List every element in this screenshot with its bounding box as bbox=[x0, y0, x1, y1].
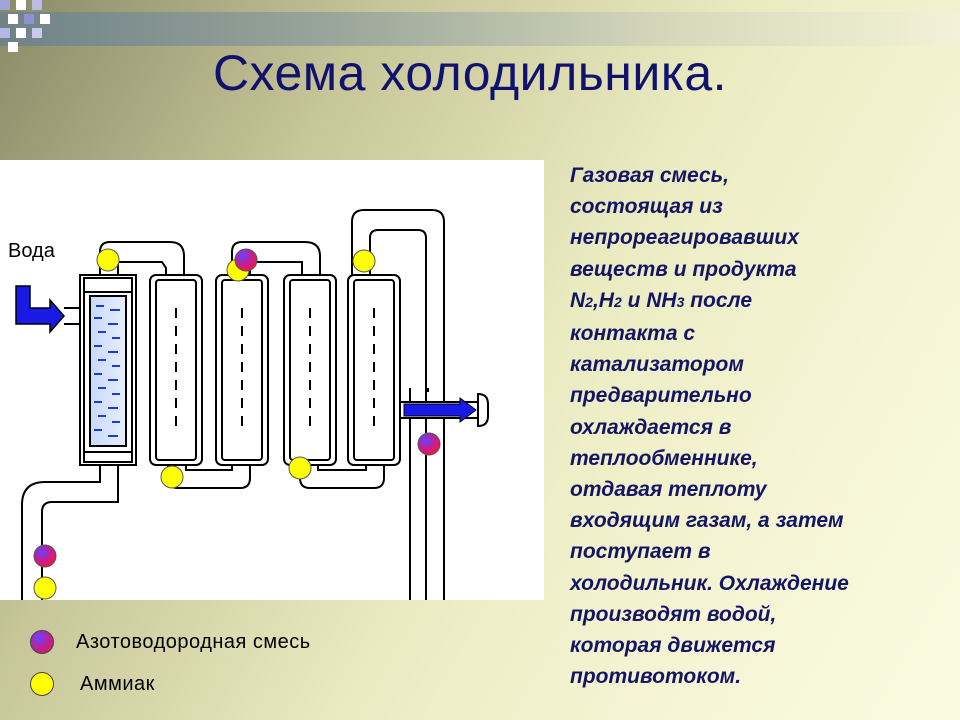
corner-decoration bbox=[0, 0, 50, 52]
description-line: поступает в bbox=[570, 540, 711, 564]
page-title: Схема холодильника. bbox=[212, 45, 728, 101]
description-line: непрореагировавших bbox=[570, 226, 799, 250]
description-line: которая движется bbox=[570, 634, 776, 658]
description-line: производят водой, bbox=[570, 602, 777, 626]
description-line-formula: N2,H2 и NH3 после bbox=[570, 288, 753, 312]
refrigerator-diagram: Вода bbox=[0, 160, 544, 600]
description-line: входящим газам, а затем bbox=[570, 509, 844, 533]
heat-exchanger-1 bbox=[149, 274, 203, 466]
description-line: предварительно bbox=[570, 384, 752, 408]
ammonia-marker bbox=[33, 576, 57, 600]
description-line: холодильник. Охлаждение bbox=[570, 571, 849, 595]
legend-ammonia: Аммиак bbox=[30, 672, 155, 696]
nitrogen-hydrogen-marker bbox=[417, 432, 441, 456]
nitrogen-hydrogen-marker bbox=[234, 248, 258, 272]
description-text: Газовая смесь, состоящая из непрореагиро… bbox=[570, 160, 950, 692]
heat-exchanger-4 bbox=[347, 274, 401, 466]
ammonia-marker bbox=[288, 456, 312, 480]
ammonia-marker bbox=[352, 249, 376, 273]
description-line: противотоком. bbox=[570, 665, 742, 689]
description-line: Газовая смесь, bbox=[570, 164, 729, 187]
legend-label: Аммиак bbox=[80, 672, 155, 695]
nitrogen-hydrogen-marker bbox=[33, 544, 57, 568]
ammonia-dot-icon bbox=[30, 672, 54, 696]
nitrogen-hydrogen-dot-icon bbox=[30, 630, 54, 654]
water-label: Вода bbox=[8, 240, 55, 262]
ammonia-marker bbox=[160, 465, 184, 489]
description-line: отдавая теплоту bbox=[570, 478, 767, 502]
flow-markers bbox=[33, 248, 441, 600]
description-line: катализатором bbox=[570, 353, 744, 377]
water-inlet-arrow bbox=[15, 285, 80, 334]
description-line: теплообменнике, bbox=[570, 446, 758, 470]
top-band bbox=[0, 12, 960, 46]
ammonia-marker bbox=[96, 248, 120, 272]
legend-nitrogen-hydrogen: Азотоводородная смесь bbox=[30, 630, 311, 654]
cooler-unit bbox=[79, 274, 137, 466]
legend-label: Азотоводородная смесь bbox=[76, 630, 311, 653]
water-outlet-arrow bbox=[399, 392, 489, 428]
heat-exchanger-2 bbox=[215, 274, 269, 466]
description-line: контакта с bbox=[570, 322, 696, 346]
description-line: охлаждается в bbox=[570, 415, 732, 439]
description-line: состоящая из bbox=[570, 195, 723, 219]
heat-exchanger-3 bbox=[283, 274, 337, 466]
description-line: веществ и продукта bbox=[570, 257, 797, 281]
